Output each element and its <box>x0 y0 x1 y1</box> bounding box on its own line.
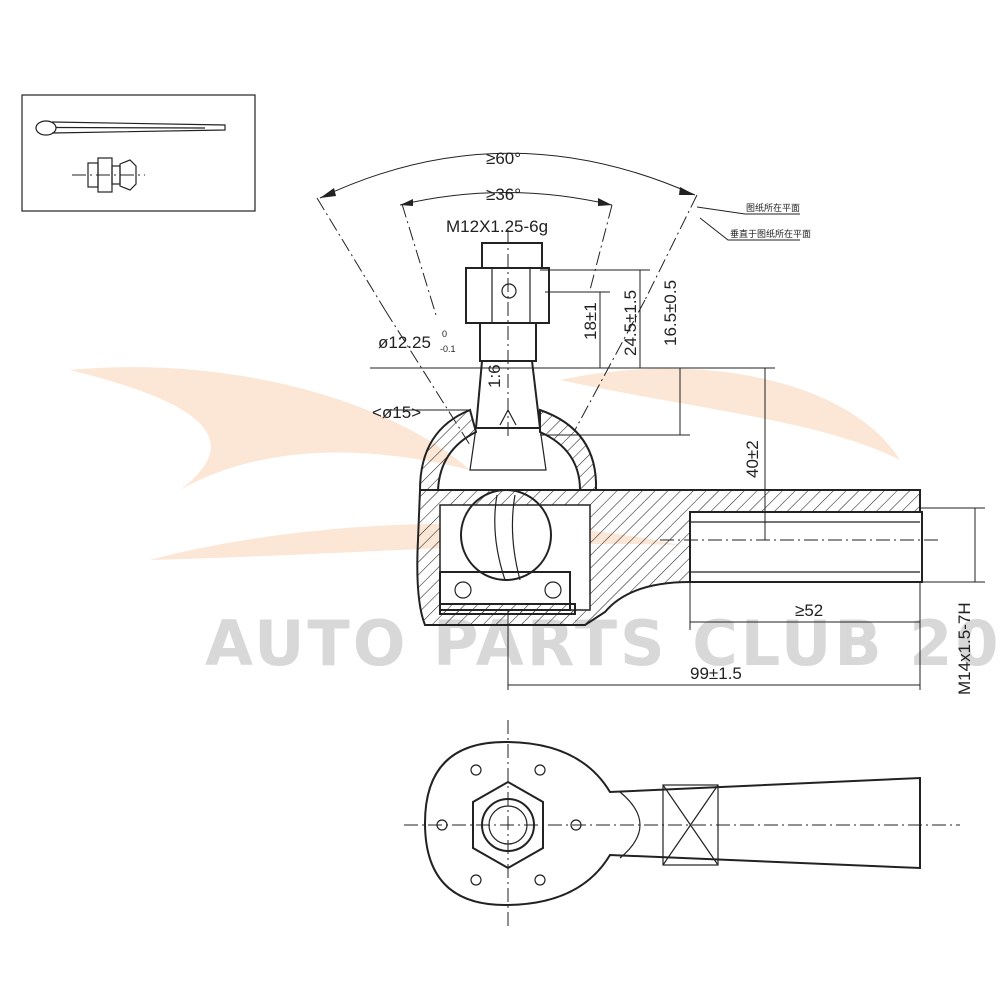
vertical-dimensions <box>370 269 985 583</box>
horizontal-dimensions <box>507 582 921 690</box>
angle-inner-label: ≥36° <box>486 185 521 204</box>
top-view <box>404 720 960 930</box>
grease-nipple-icon <box>72 157 145 193</box>
plane-notes <box>696 206 800 241</box>
angle-outer-label: ≥60° <box>486 149 521 168</box>
thread-inner-label: M14x1.5-7H <box>955 602 974 695</box>
depth-52-label: ≥52 <box>795 601 823 620</box>
housing <box>416 489 940 626</box>
height-40-label: 40±2 <box>743 440 762 478</box>
length-99-label: 99±1.5 <box>690 664 742 683</box>
watermark-text: AUTO PARTS CLUB 2018 <box>205 607 1000 680</box>
taper-label: 1:6 <box>485 364 504 388</box>
cotter-pin-icon <box>35 120 226 136</box>
diameter-taper-label: ø12.25 <box>378 333 431 352</box>
thread-stud-label: M12X1.25-6g <box>446 217 548 236</box>
height-16-5-label: 16.5±0.5 <box>661 280 680 346</box>
accessories-box <box>21 94 256 212</box>
castle-nut <box>465 230 550 440</box>
note-perpendicular-plane: 垂直于图纸所在平面 <box>730 228 811 239</box>
note-drawing-plane: 图纸所在平面 <box>746 202 800 213</box>
diameter-taper-tol-lower: -0.1 <box>440 344 456 354</box>
dust-boot <box>418 408 598 491</box>
diameter-taper-tol-upper: 0 <box>442 329 447 339</box>
height-24-5-label: 24.5±1.5 <box>621 290 640 356</box>
height-18-label: 18±1 <box>581 302 600 340</box>
angle-dimensions <box>316 152 698 446</box>
diameter-15-label: <ø15> <box>372 403 421 422</box>
ball-stud <box>469 360 547 471</box>
